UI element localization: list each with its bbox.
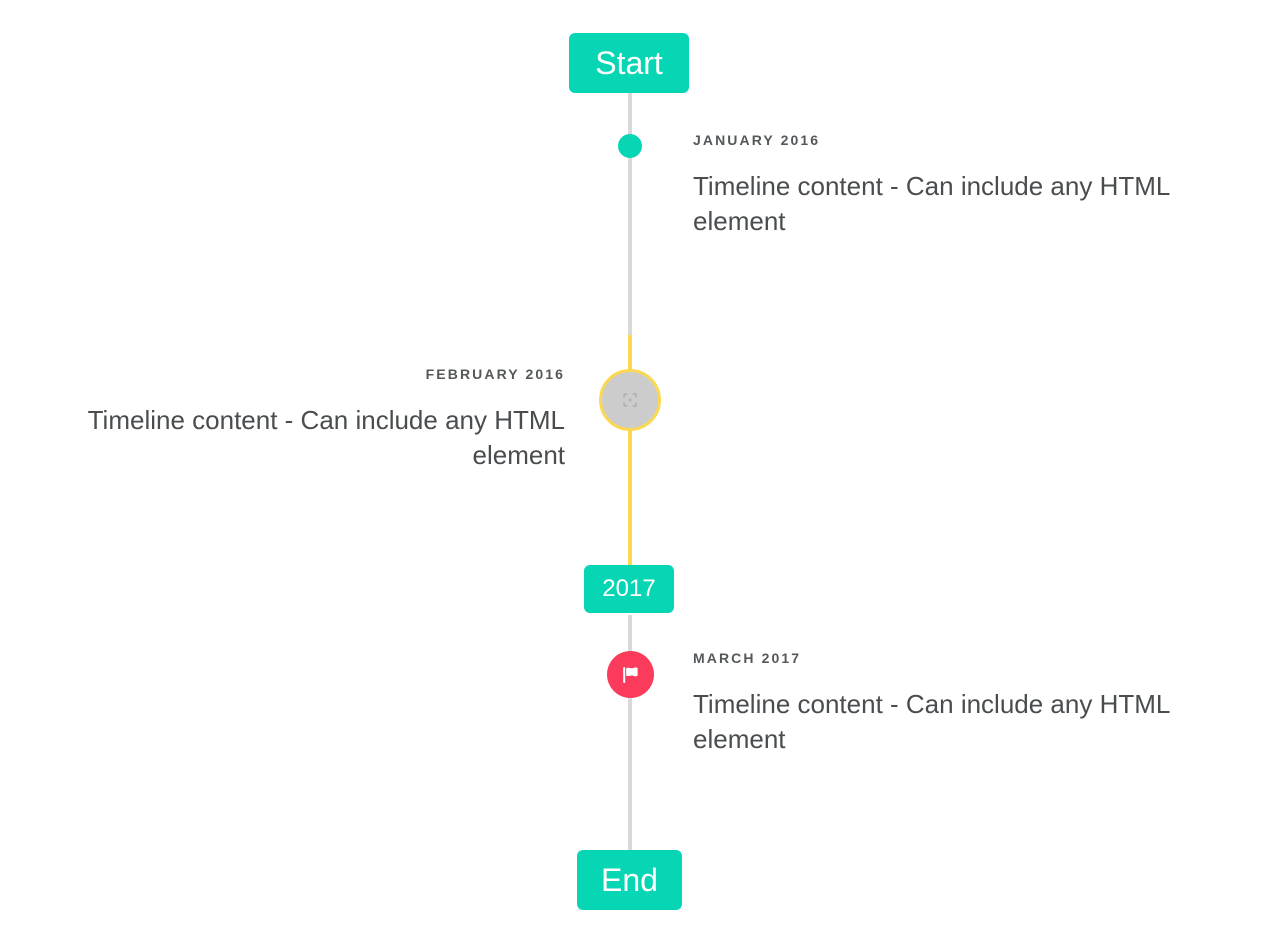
entry-body: Timeline content - Can include any HTML … bbox=[693, 170, 1170, 236]
entry-body: Timeline content - Can include any HTML … bbox=[693, 688, 1170, 754]
entry-heading: FEBRUARY 2016 bbox=[425, 366, 565, 382]
timeline-rail-top bbox=[628, 93, 632, 337]
timeline-entry-january-2016: JANUARY 2016 Timeline content - Can incl… bbox=[693, 131, 1223, 239]
entry-heading: MARCH 2017 bbox=[693, 650, 802, 666]
broken-image-icon bbox=[623, 393, 637, 407]
timeline-year-label: 2017 bbox=[602, 575, 656, 602]
marker-dot-icon[interactable] bbox=[618, 134, 642, 158]
marker-broken-image-icon[interactable] bbox=[599, 369, 661, 431]
marker-flag-icon[interactable] bbox=[607, 651, 654, 698]
timeline-entry-march-2017: MARCH 2017 Timeline content - Can includ… bbox=[693, 649, 1223, 757]
timeline-year-badge[interactable]: 2017 bbox=[584, 565, 674, 613]
timeline-end-label: End bbox=[601, 862, 658, 898]
timeline-entry-february-2016: FEBRUARY 2016 Timeline content - Can inc… bbox=[10, 365, 565, 473]
timeline-rail-highlight bbox=[628, 335, 632, 567]
timeline-start-label: Start bbox=[595, 45, 663, 81]
entry-body: Timeline content - Can include any HTML … bbox=[87, 404, 565, 470]
flag-icon bbox=[622, 666, 638, 683]
timeline-end-badge[interactable]: End bbox=[577, 850, 682, 910]
timeline-start-badge[interactable]: Start bbox=[569, 33, 689, 93]
timeline-rail-bottom bbox=[628, 615, 632, 853]
entry-heading: JANUARY 2016 bbox=[693, 132, 821, 148]
